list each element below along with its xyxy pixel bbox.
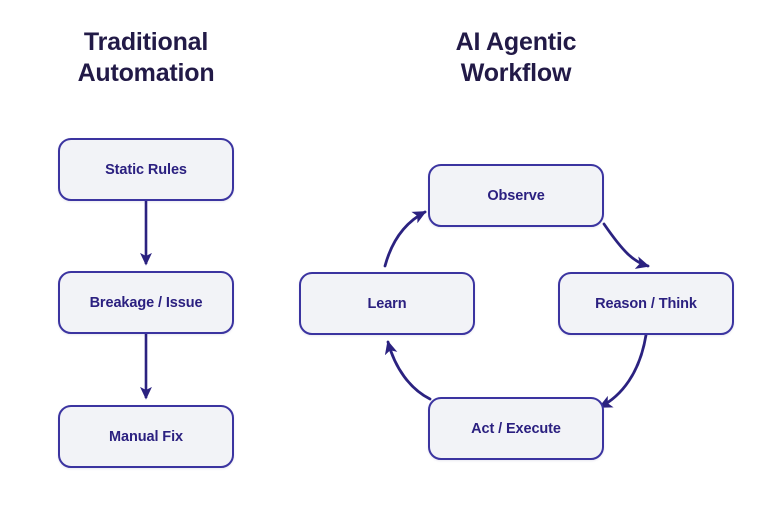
node-learn-label: Learn <box>367 295 407 312</box>
node-act-execute-label: Act / Execute <box>471 420 561 437</box>
connector-learn-to-observe <box>383 210 427 268</box>
node-observe-label: Observe <box>487 187 545 204</box>
node-reason-think[interactable]: Reason / Think <box>558 272 734 335</box>
node-breakage-issue[interactable]: Breakage / Issue <box>58 271 234 334</box>
node-static-rules[interactable]: Static Rules <box>58 138 234 201</box>
node-observe[interactable]: Observe <box>428 164 604 227</box>
ai-agentic-workflow-title: AI Agentic Workflow <box>455 28 577 87</box>
node-reason-think-label: Reason / Think <box>595 295 697 312</box>
node-learn[interactable]: Learn <box>299 272 475 335</box>
connector-observe-to-reason <box>602 222 650 269</box>
traditional-automation-title: Traditional Automation <box>77 28 215 87</box>
connector-act-to-learn <box>384 340 432 401</box>
node-act-execute[interactable]: Act / Execute <box>428 397 604 460</box>
node-breakage-issue-label: Breakage / Issue <box>89 294 203 311</box>
node-manual-fix[interactable]: Manual Fix <box>58 405 234 468</box>
connector-reason-to-act <box>598 333 648 409</box>
node-manual-fix-label: Manual Fix <box>109 428 183 445</box>
node-static-rules-label: Static Rules <box>105 161 187 178</box>
